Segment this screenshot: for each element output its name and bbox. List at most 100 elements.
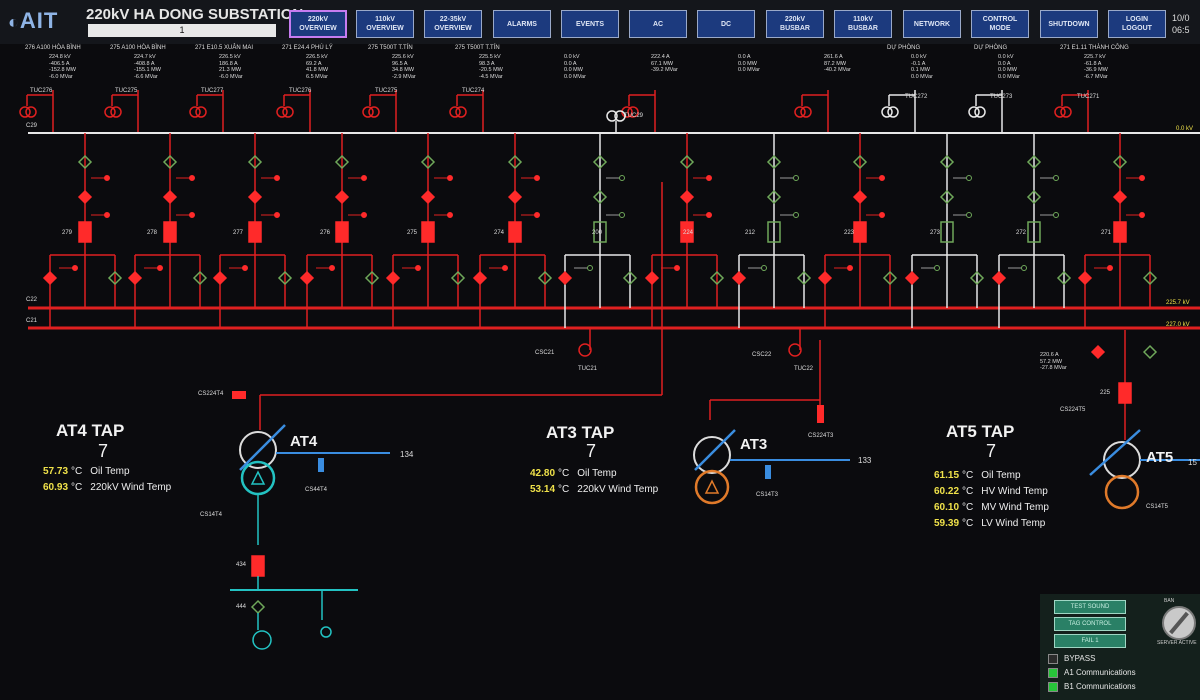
circuit-breaker-icon[interactable] (78, 221, 92, 243)
disconnector-icon[interactable] (42, 270, 58, 286)
earth-switch-icon[interactable] (1107, 265, 1113, 271)
nav-button-events[interactable]: EVENTS (561, 10, 619, 38)
nav-button-network[interactable]: NETWORK (903, 10, 961, 38)
circuit-breaker-icon[interactable] (940, 221, 954, 243)
disconnector-icon[interactable] (299, 270, 315, 286)
nav-button-ac[interactable]: AC (629, 10, 687, 38)
earth-switch-icon[interactable] (674, 265, 680, 271)
earth-switch-icon[interactable] (879, 175, 885, 181)
nav-button-110kv-overview[interactable]: 110kV OVERVIEW (356, 10, 414, 38)
disconnector-icon[interactable] (882, 270, 898, 286)
disconnector-icon[interactable] (1142, 270, 1158, 286)
circuit-breaker-icon[interactable] (251, 555, 265, 577)
circuit-breaker-icon[interactable] (335, 221, 349, 243)
earth-switch-icon[interactable] (793, 175, 799, 181)
earth-switch-icon[interactable] (761, 265, 767, 271)
nav-button-220kv-overview[interactable]: 220kV OVERVIEW (289, 10, 347, 38)
disconnector-icon[interactable] (107, 270, 123, 286)
circuit-breaker-icon[interactable] (248, 221, 262, 243)
earth-switch-icon[interactable] (502, 265, 508, 271)
disconnector-icon[interactable] (420, 189, 436, 205)
line-disconnector-icon[interactable] (420, 154, 436, 170)
server-knob[interactable] (1162, 606, 1196, 640)
earth-switch-icon[interactable] (157, 265, 163, 271)
disconnector-icon[interactable] (450, 270, 466, 286)
earth-switch-icon[interactable] (72, 265, 78, 271)
earth-switch-icon[interactable] (879, 212, 885, 218)
disconnector-icon[interactable] (904, 270, 920, 286)
disconnector-icon[interactable] (127, 270, 143, 286)
earth-switch-icon[interactable] (966, 212, 972, 218)
nav-button-alarms[interactable]: ALARMS (493, 10, 551, 38)
earth-switch-icon[interactable] (793, 212, 799, 218)
disconnector-icon[interactable] (507, 189, 523, 205)
disconnector-icon[interactable] (537, 270, 553, 286)
earth-switch-icon[interactable] (587, 265, 593, 271)
disconnector-icon[interactable] (1056, 270, 1072, 286)
disconnector-icon[interactable] (592, 189, 608, 205)
circuit-breaker-icon[interactable] (593, 221, 607, 243)
line-disconnector-icon[interactable] (1112, 154, 1128, 170)
disconnector-icon[interactable] (364, 270, 380, 286)
disconnector-icon[interactable] (709, 270, 725, 286)
disconnector-icon[interactable] (817, 270, 833, 286)
disconnector-icon[interactable] (250, 599, 266, 615)
earth-switch-icon[interactable] (329, 265, 335, 271)
earth-switch-icon[interactable] (274, 175, 280, 181)
line-disconnector-icon[interactable] (1026, 154, 1042, 170)
earth-switch-icon[interactable] (1053, 175, 1059, 181)
disconnector-icon[interactable] (1090, 344, 1106, 360)
disconnector-icon[interactable] (679, 189, 695, 205)
nav-button-control-mode[interactable]: CONTROL MODE (971, 10, 1029, 38)
earth-switch-icon[interactable] (934, 265, 940, 271)
line-disconnector-icon[interactable] (939, 154, 955, 170)
earth-switch-icon[interactable] (274, 212, 280, 218)
earth-switch-icon[interactable] (1021, 265, 1027, 271)
earth-switch-icon[interactable] (189, 212, 195, 218)
nav-button-shutdown[interactable]: SHUTDOWN (1040, 10, 1098, 38)
nav-button-22-35kv-overview[interactable]: 22-35kV OVERVIEW (424, 10, 482, 38)
earth-switch-icon[interactable] (104, 175, 110, 181)
earth-switch-icon[interactable] (1139, 212, 1145, 218)
disconnector-icon[interactable] (557, 270, 573, 286)
earth-switch-icon[interactable] (534, 175, 540, 181)
disconnector-icon[interactable] (247, 189, 263, 205)
disconnector-icon[interactable] (1142, 344, 1158, 360)
disconnector-icon[interactable] (644, 270, 660, 286)
earth-switch-icon[interactable] (619, 175, 625, 181)
circuit-breaker-icon[interactable] (508, 221, 522, 243)
earth-switch-icon[interactable] (189, 175, 195, 181)
earth-switch-icon[interactable] (1139, 175, 1145, 181)
disconnector-icon[interactable] (731, 270, 747, 286)
disconnector-icon[interactable] (1077, 270, 1093, 286)
earth-switch-icon[interactable] (706, 175, 712, 181)
disconnector-icon[interactable] (212, 270, 228, 286)
disconnector-icon[interactable] (472, 270, 488, 286)
circuit-breaker-icon[interactable] (1027, 221, 1041, 243)
disconnector-icon[interactable] (991, 270, 1007, 286)
disconnector-icon[interactable] (77, 189, 93, 205)
line-disconnector-icon[interactable] (852, 154, 868, 170)
line-disconnector-icon[interactable] (507, 154, 523, 170)
nav-button-220kv-busbar[interactable]: 220kV BUSBAR (766, 10, 824, 38)
disconnector-icon[interactable] (277, 270, 293, 286)
earth-switch-icon[interactable] (534, 212, 540, 218)
disconnector-icon[interactable] (1112, 189, 1128, 205)
disconnector-icon[interactable] (939, 189, 955, 205)
earth-switch-icon[interactable] (361, 175, 367, 181)
disconnector-icon[interactable] (192, 270, 208, 286)
circuit-breaker-icon[interactable] (421, 221, 435, 243)
nav-button-dc[interactable]: DC (697, 10, 755, 38)
circuit-breaker-icon[interactable] (853, 221, 867, 243)
circuit-breaker-icon[interactable] (163, 221, 177, 243)
test-sound-button[interactable]: TEST SOUND (1054, 600, 1126, 614)
earth-switch-icon[interactable] (966, 175, 972, 181)
earth-switch-icon[interactable] (104, 212, 110, 218)
line-disconnector-icon[interactable] (334, 154, 350, 170)
disconnector-icon[interactable] (796, 270, 812, 286)
circuit-breaker-icon[interactable] (1118, 382, 1132, 404)
disconnector-icon[interactable] (385, 270, 401, 286)
nav-button-login-logout[interactable]: LOGIN LOGOUT (1108, 10, 1166, 38)
line-disconnector-icon[interactable] (592, 154, 608, 170)
line-disconnector-icon[interactable] (766, 154, 782, 170)
